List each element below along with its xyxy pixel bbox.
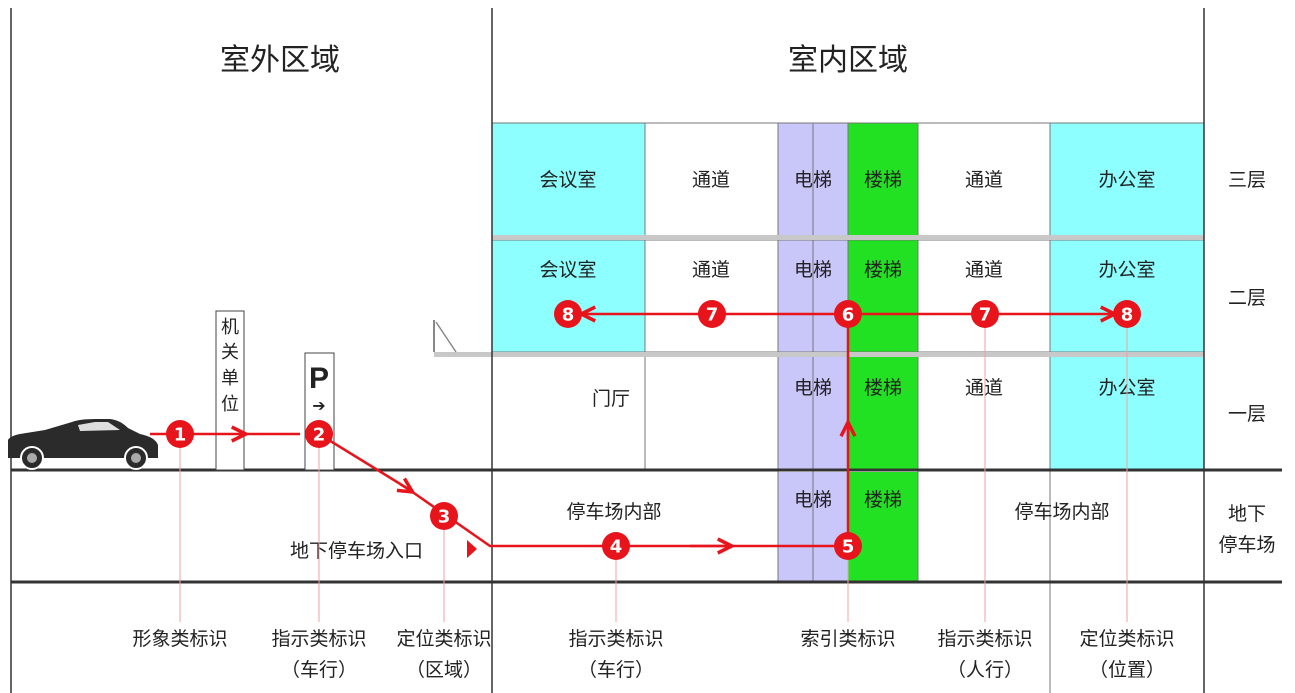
f2-corridor-2-label: 通道 [965, 259, 1003, 281]
institution-sign-char-1: 机 [221, 317, 239, 338]
f2-corridor [645, 240, 778, 352]
floor-label-2: 二层 [1228, 287, 1266, 309]
svg-text:6: 6 [842, 305, 855, 326]
route-marker-6: 6 [834, 300, 862, 328]
category-direction-vehicle-2-sub: （车行） [578, 659, 654, 681]
f3-meeting-room [492, 123, 645, 235]
f2-office-label: 办公室 [1098, 259, 1155, 281]
car-icon [8, 419, 158, 470]
f3-stairs [848, 123, 918, 235]
svg-text:2: 2 [313, 425, 326, 446]
category-direction-pedestrian: 指示类标识 [937, 628, 1032, 650]
f3-corridor-label: 通道 [692, 169, 730, 191]
category-location-area-sub: （区域） [406, 659, 482, 681]
f3-office [1050, 123, 1204, 235]
parking-letter: P [309, 362, 329, 395]
b-parking-interior-label: 停车场内部 [566, 501, 661, 523]
route-marker-1: 1 [166, 420, 194, 448]
underground-entrance-label: 地下停车场入口 [290, 540, 423, 562]
f2-meeting-room-label: 会议室 [539, 259, 596, 281]
f2-elevator-label: 电梯 [794, 259, 832, 281]
category-location-area: 定位类标识 [396, 628, 491, 650]
route-marker-5: 5 [834, 532, 862, 560]
route-marker-8-right: 8 [1113, 300, 1141, 328]
route-marker-8-left: 8 [554, 300, 582, 328]
svg-text:3: 3 [438, 507, 451, 528]
f3-elevator-label: 电梯 [794, 169, 832, 191]
category-location-position: 定位类标识 [1079, 628, 1174, 650]
category-direction-pedestrian-sub: （人行） [947, 659, 1023, 681]
institution-sign [215, 310, 245, 471]
institution-sign-char-4: 位 [221, 394, 239, 415]
f2-corridor-label: 通道 [692, 259, 730, 281]
institution-sign-char-3: 单 [221, 368, 239, 389]
category-index-sign: 索引类标识 [800, 628, 895, 650]
canopy [434, 352, 492, 357]
route-marker-4: 4 [602, 532, 630, 560]
outdoor-region-title: 室外区域 [220, 43, 340, 78]
category-direction-vehicle-2: 指示类标识 [568, 628, 663, 650]
canopy-brace [435, 321, 457, 353]
f3-meeting-room-label: 会议室 [539, 169, 596, 191]
b-elevator-label: 电梯 [794, 489, 832, 511]
svg-text:8: 8 [1121, 305, 1134, 326]
floor-label-basement-1: 地下 [1228, 503, 1266, 525]
institution-sign-char-2: 关 [221, 342, 239, 363]
f3-corridor-2-label: 通道 [965, 169, 1003, 191]
route-marker-7-left: 7 [698, 300, 726, 328]
f2-stairs [848, 240, 918, 352]
f2-stairs-label: 楼梯 [864, 259, 902, 281]
category-image-sign: 形象类标识 [132, 628, 227, 650]
floor-label-3: 三层 [1228, 169, 1266, 191]
f1-lobby-label: 门厅 [592, 388, 630, 410]
route-marker-3: 3 [430, 502, 458, 530]
category-location-position-sub: （位置） [1089, 659, 1165, 681]
f2-corridor-2 [918, 240, 1050, 352]
f1-stairs [848, 357, 918, 470]
f3-stairs-label: 楼梯 [864, 169, 902, 191]
floor-label-1: 一层 [1228, 403, 1266, 425]
route-marker-7-right: 7 [971, 300, 999, 328]
category-direction-vehicle-1: 指示类标识 [271, 628, 366, 650]
svg-text:4: 4 [610, 537, 623, 558]
f1-corridor [918, 357, 1050, 470]
parking-arrow-icon: ➔ [312, 396, 325, 415]
b-stairs [848, 472, 918, 582]
floor-slab-3-2 [492, 235, 1204, 240]
entrance-triangle-icon [467, 540, 477, 558]
leader-lines [179, 314, 1128, 622]
category-direction-vehicle-1-sub: （车行） [281, 659, 357, 681]
f2-meeting-room [492, 240, 645, 352]
f1-corridor-label: 通道 [965, 377, 1003, 399]
f3-corridor-2 [918, 123, 1050, 235]
b-stairs-label: 楼梯 [864, 489, 902, 511]
route-marker-2: 2 [305, 420, 333, 448]
svg-text:1: 1 [174, 425, 187, 446]
svg-text:5: 5 [842, 537, 855, 558]
f3-corridor [645, 123, 778, 235]
f3-office-label: 办公室 [1098, 169, 1155, 191]
svg-text:7: 7 [979, 305, 992, 326]
f1-lobby [492, 357, 778, 470]
b-parking-interior-2-label: 停车场内部 [1014, 501, 1109, 523]
floor-label-basement-2: 停车场 [1218, 534, 1275, 556]
svg-text:8: 8 [562, 305, 575, 326]
svg-text:7: 7 [706, 305, 719, 326]
indoor-region-title: 室内区域 [788, 43, 908, 78]
f1-stairs-label: 楼梯 [864, 377, 902, 399]
f1-elevator-label: 电梯 [794, 377, 832, 399]
